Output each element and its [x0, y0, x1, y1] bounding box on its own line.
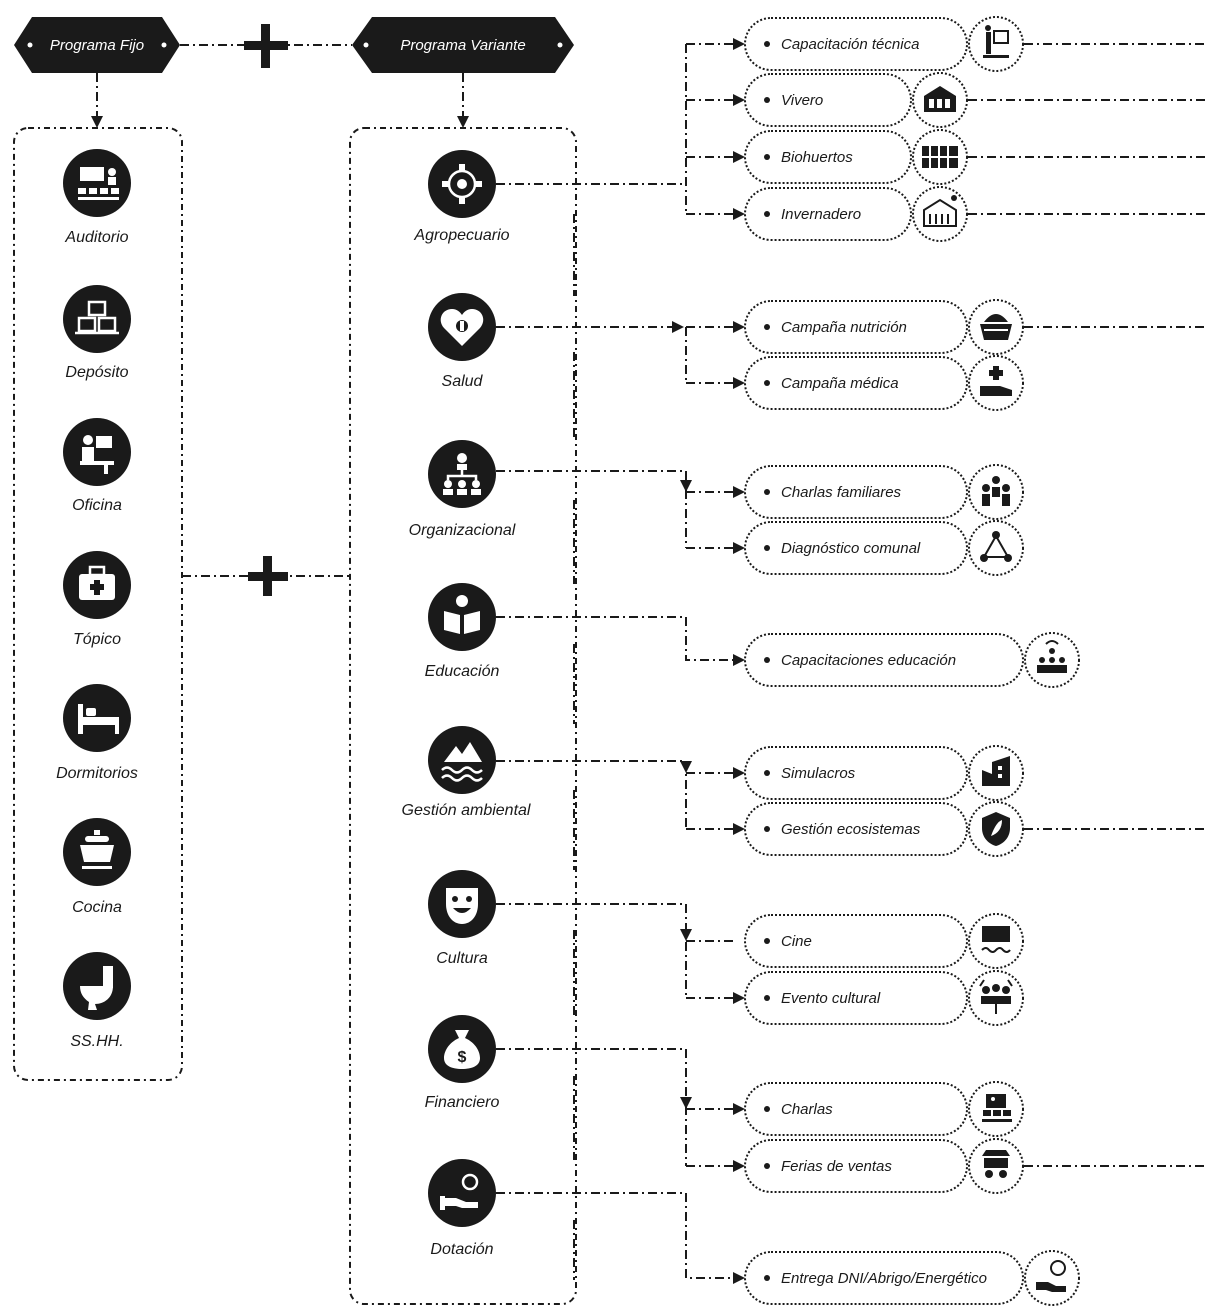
activity-charlas: Charlas	[744, 1081, 1024, 1137]
variante-label: Cultura	[436, 950, 488, 967]
hand-giving-icon	[428, 1159, 496, 1227]
variante-label: Dotación	[430, 1241, 493, 1258]
activity-gestion-ecosistemas: Gestión ecosistemas	[744, 801, 1024, 857]
header-fijo-label: Programa Fijo	[50, 37, 144, 54]
fijo-item-cocina: Cocina	[63, 818, 131, 916]
variante-label: Agropecuario	[413, 227, 509, 244]
activity-label: Charlas	[781, 1101, 833, 1118]
office-desk-icon	[63, 418, 131, 486]
plus-icon	[248, 556, 288, 596]
variante-item-salud: Salud	[428, 293, 496, 390]
activity-campana-nutricion: Campaña nutrición	[744, 299, 1024, 355]
fijo-item-sshh: SS.HH.	[63, 952, 131, 1050]
fijo-label: SS.HH.	[70, 1033, 123, 1050]
activity-invernadero: Invernadero	[744, 186, 968, 242]
variante-item-agropecuario: Agropecuario	[413, 150, 510, 244]
fijo-label: Auditorio	[64, 229, 128, 246]
activity-label: Gestión ecosistemas	[781, 821, 921, 838]
variante-item-cultura: Cultura	[428, 870, 496, 967]
variante-item-dotacion: Dotación	[428, 1159, 496, 1258]
fijo-item-oficina: Oficina	[63, 418, 131, 514]
activity-capacitaciones-educacion: Capacitaciones educación	[744, 632, 1080, 688]
activity-label: Charlas familiares	[781, 484, 902, 501]
activity-label: Invernadero	[781, 206, 861, 223]
fijo-label: Depósito	[65, 364, 128, 381]
activity-label: Vivero	[781, 92, 823, 109]
activity-label: Capacitación técnica	[781, 36, 919, 53]
activity-entrega-dni: Entrega DNI/Abrigo/Energético	[744, 1250, 1080, 1306]
activity-label: Diagnóstico comunal	[781, 540, 921, 557]
fijo-label: Cocina	[72, 899, 122, 916]
activity-capacitacion-tecnica: Capacitación técnica	[744, 16, 1024, 72]
header-programa-variante: Programa Variante	[352, 17, 574, 73]
activity-label: Ferias de ventas	[781, 1158, 892, 1175]
activity-diagnostico-comunal: Diagnóstico comunal	[744, 520, 1024, 576]
reading-icon	[428, 583, 496, 651]
activity-label: Biohuertos	[781, 149, 853, 166]
svg-text:$: $	[458, 1049, 467, 1066]
medical-care-icon	[968, 355, 1024, 411]
warehouse-icon	[63, 285, 131, 353]
delivery-hand-icon	[1024, 1250, 1080, 1306]
activity-campana-medica: Campaña médica	[744, 355, 1024, 411]
header-programa-fijo: Programa Fijo	[14, 17, 180, 73]
activity-simulacros: Simulacros	[744, 745, 1024, 801]
fijo-label: Tópico	[73, 631, 121, 648]
activity-label: Cine	[781, 933, 812, 950]
variante-label: Financiero	[425, 1094, 500, 1111]
activity-evento-cultural: Evento cultural	[744, 970, 1024, 1026]
variante-label: Organizacional	[409, 522, 516, 539]
fijo-item-topico: Tópico	[63, 551, 131, 648]
activity-label: Simulacros	[781, 765, 856, 782]
activity-vivero: Vivero	[744, 72, 968, 128]
activity-cine: Cine	[744, 913, 1024, 969]
variante-label: Gestión ambiental	[402, 802, 531, 819]
variante-item-organizacional: Organizacional	[409, 440, 516, 539]
connectors	[496, 38, 1205, 1284]
fijo-label: Dormitorios	[56, 765, 138, 782]
auditorium-icon	[63, 149, 131, 217]
activity-charlas-familiares: Charlas familiares	[744, 464, 1024, 520]
variante-frame	[349, 127, 577, 1305]
network-icon	[968, 520, 1024, 576]
header-variante-label: Programa Variante	[400, 37, 525, 54]
fijo-item-auditorio: Auditorio	[63, 149, 131, 246]
plus-icon	[244, 24, 288, 68]
activity-biohuertos: Biohuertos	[744, 129, 968, 185]
fijo-item-dormitorios: Dormitorios	[56, 684, 138, 782]
speaker-podium-icon	[968, 1081, 1024, 1137]
activity-label: Evento cultural	[781, 990, 881, 1007]
fijo-frame	[13, 127, 183, 1081]
activity-label: Capacitaciones educación	[781, 652, 956, 669]
activity-label: Campaña médica	[781, 375, 899, 392]
variante-item-educacion: Educación	[425, 583, 500, 680]
variante-item-gestion-ambiental: Gestión ambiental	[402, 726, 531, 819]
fijo-item-deposito: Depósito	[63, 285, 131, 381]
variante-label: Educación	[425, 663, 500, 680]
activity-label: Campaña nutrición	[781, 319, 907, 336]
variante-item-financiero: $ Financiero	[425, 1015, 500, 1111]
greenhouse-icon	[912, 186, 968, 242]
activity-ferias-de-ventas: Ferias de ventas	[744, 1138, 1024, 1194]
fijo-label: Oficina	[72, 497, 122, 514]
activity-label: Entrega DNI/Abrigo/Energético	[781, 1270, 987, 1287]
variante-label: Salud	[442, 373, 484, 390]
